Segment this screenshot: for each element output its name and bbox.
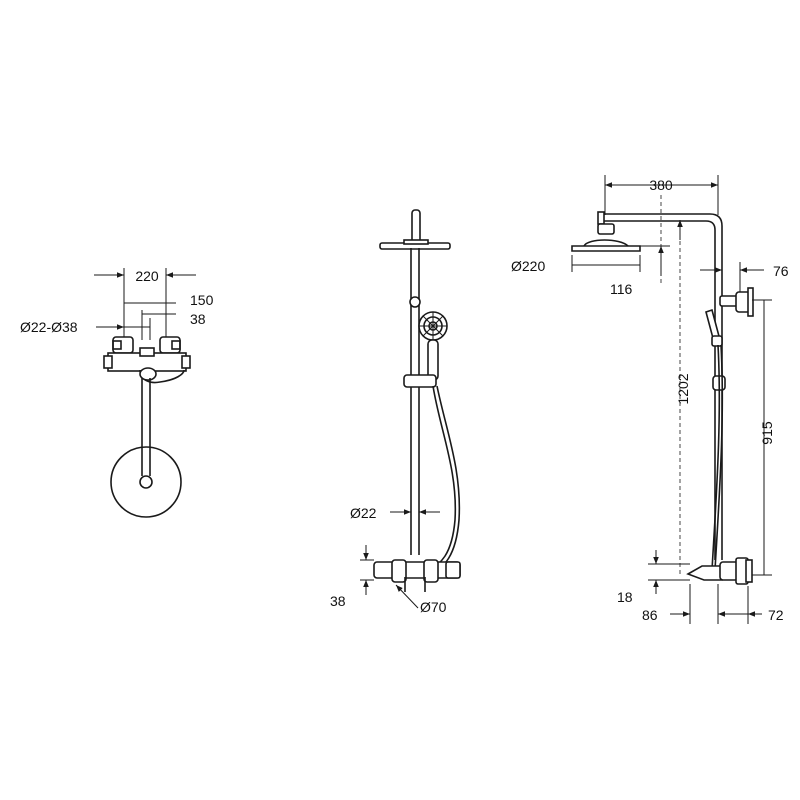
dimension-escutcheon: Ø70: [395, 584, 447, 615]
top-centers-label: 150: [190, 292, 214, 308]
side-view: 380 Ø220 116 76: [511, 175, 789, 624]
side-mixer-offset-label: 18: [617, 589, 633, 605]
side-wall-offset-label: 76: [773, 263, 789, 279]
side-head-offset-label: 116: [610, 281, 633, 297]
dimension-86-72: 86 72: [642, 584, 784, 624]
mixer-top-body: [103, 336, 191, 384]
front-escutcheon-label: Ø70: [420, 599, 447, 615]
dimension-mixer-height: 38: [330, 545, 374, 609]
hand-shower-front: [418, 311, 448, 381]
front-riser-diameter-label: Ø22: [350, 505, 377, 521]
side-arm-length-label: 380: [649, 177, 673, 193]
hand-shower-side: [705, 308, 723, 347]
top-width-label: 220: [135, 268, 159, 284]
dimension-riser-diameter: Ø22: [350, 505, 440, 521]
top-view: 220 150 38 Ø22-Ø38: [20, 268, 214, 518]
dimension-pipe-diameter: Ø22-Ø38: [20, 319, 150, 335]
dimension-915: 915: [752, 299, 775, 576]
front-view: Ø22 38 Ø70: [330, 209, 461, 615]
dimension-116: 116: [606, 195, 670, 297]
dimension-head-diameter: Ø220: [511, 255, 641, 274]
front-mixer-height-label: 38: [330, 593, 346, 609]
dimension-220: 220: [94, 268, 196, 284]
head-plate-top: [110, 446, 182, 518]
top-depth-label: 38: [190, 311, 206, 327]
side-head-diameter-label: Ø220: [511, 258, 545, 274]
side-spout-projection-label: 86: [642, 607, 658, 623]
dimension-150: 150: [124, 292, 214, 308]
wall-bracket-top: [719, 287, 754, 317]
top-pipe-diameter-label: Ø22-Ø38: [20, 319, 78, 335]
dimension-18: 18: [617, 550, 690, 605]
side-valve-depth-label: 72: [768, 607, 784, 623]
mixer-side: [686, 557, 753, 585]
side-holder-height-label: 915: [759, 421, 775, 445]
dimension-380: 380: [604, 175, 719, 215]
mixer-front: [373, 559, 461, 592]
side-riser-height-label: 1202: [675, 373, 691, 404]
dimension-1202: 1202: [675, 220, 691, 575]
dimension-38: 38: [142, 311, 206, 327]
shower-head-front: [379, 239, 451, 250]
